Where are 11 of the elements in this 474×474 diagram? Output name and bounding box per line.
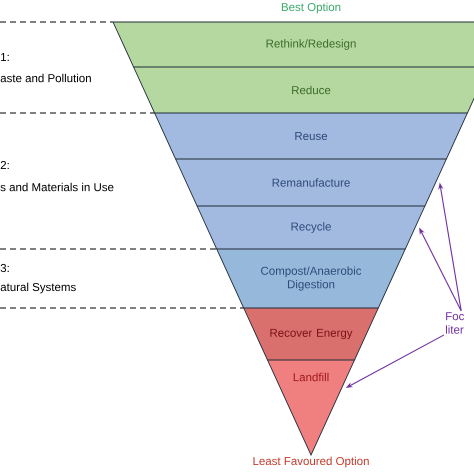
side-label: aste and Pollution bbox=[0, 74, 91, 82]
band: Recover Energy bbox=[243, 308, 379, 360]
band: Compost/Anaerobic Digestion bbox=[216, 248, 406, 308]
side-label: 1: bbox=[1, 53, 9, 61]
note-text: Foc liter bbox=[446, 312, 464, 334]
caption: Least Favoured Option bbox=[253, 456, 369, 468]
side-label: 3: bbox=[0, 264, 9, 272]
title: Best Option bbox=[282, 2, 340, 14]
side-label: atural Systems bbox=[0, 282, 76, 294]
side-label: 2: bbox=[0, 161, 9, 170]
side-label: s and Materials in Use bbox=[0, 182, 114, 192]
